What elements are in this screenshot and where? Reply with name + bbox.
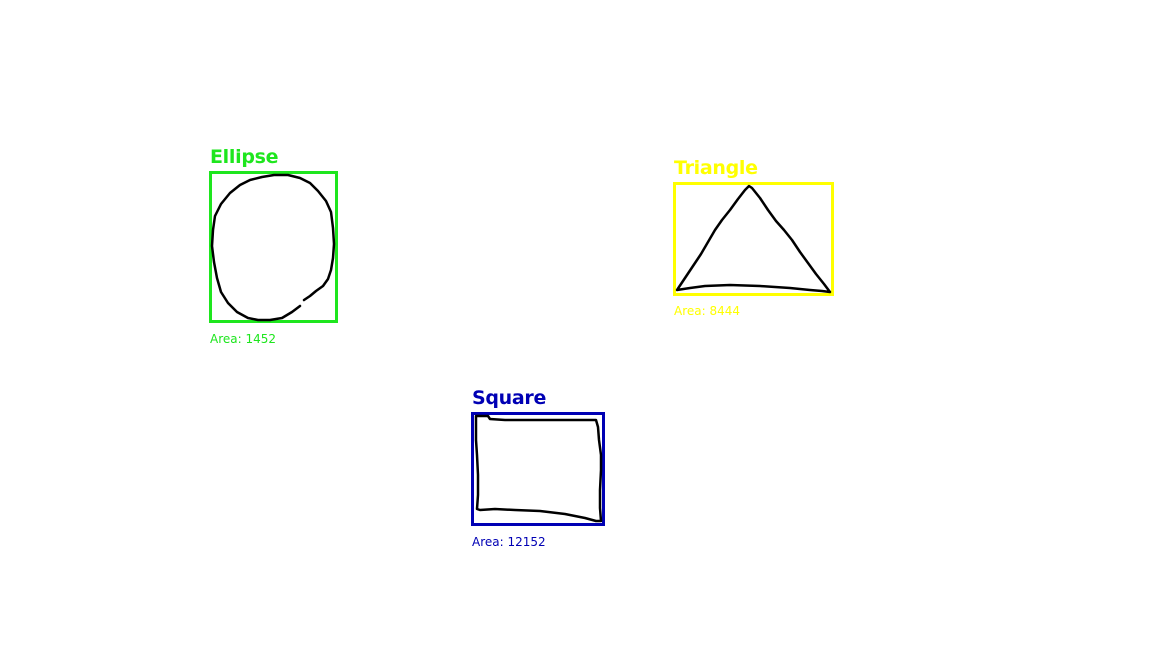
triangle-area-text: Area: 8444 <box>674 304 741 318</box>
triangle-outline <box>675 184 832 294</box>
square-label: Square <box>472 387 547 409</box>
triangle-bounding-box <box>673 182 834 296</box>
ellipse-outline <box>210 173 336 322</box>
triangle-label: Triangle <box>674 157 758 179</box>
ellipse-label: Ellipse <box>210 146 279 168</box>
ellipse-area-text: Area: 1452 <box>210 332 277 346</box>
square-bounding-box <box>471 412 605 526</box>
square-outline <box>474 414 603 523</box>
ellipse-bounding-box <box>209 171 338 323</box>
square-area-text: Area: 12152 <box>472 535 546 549</box>
